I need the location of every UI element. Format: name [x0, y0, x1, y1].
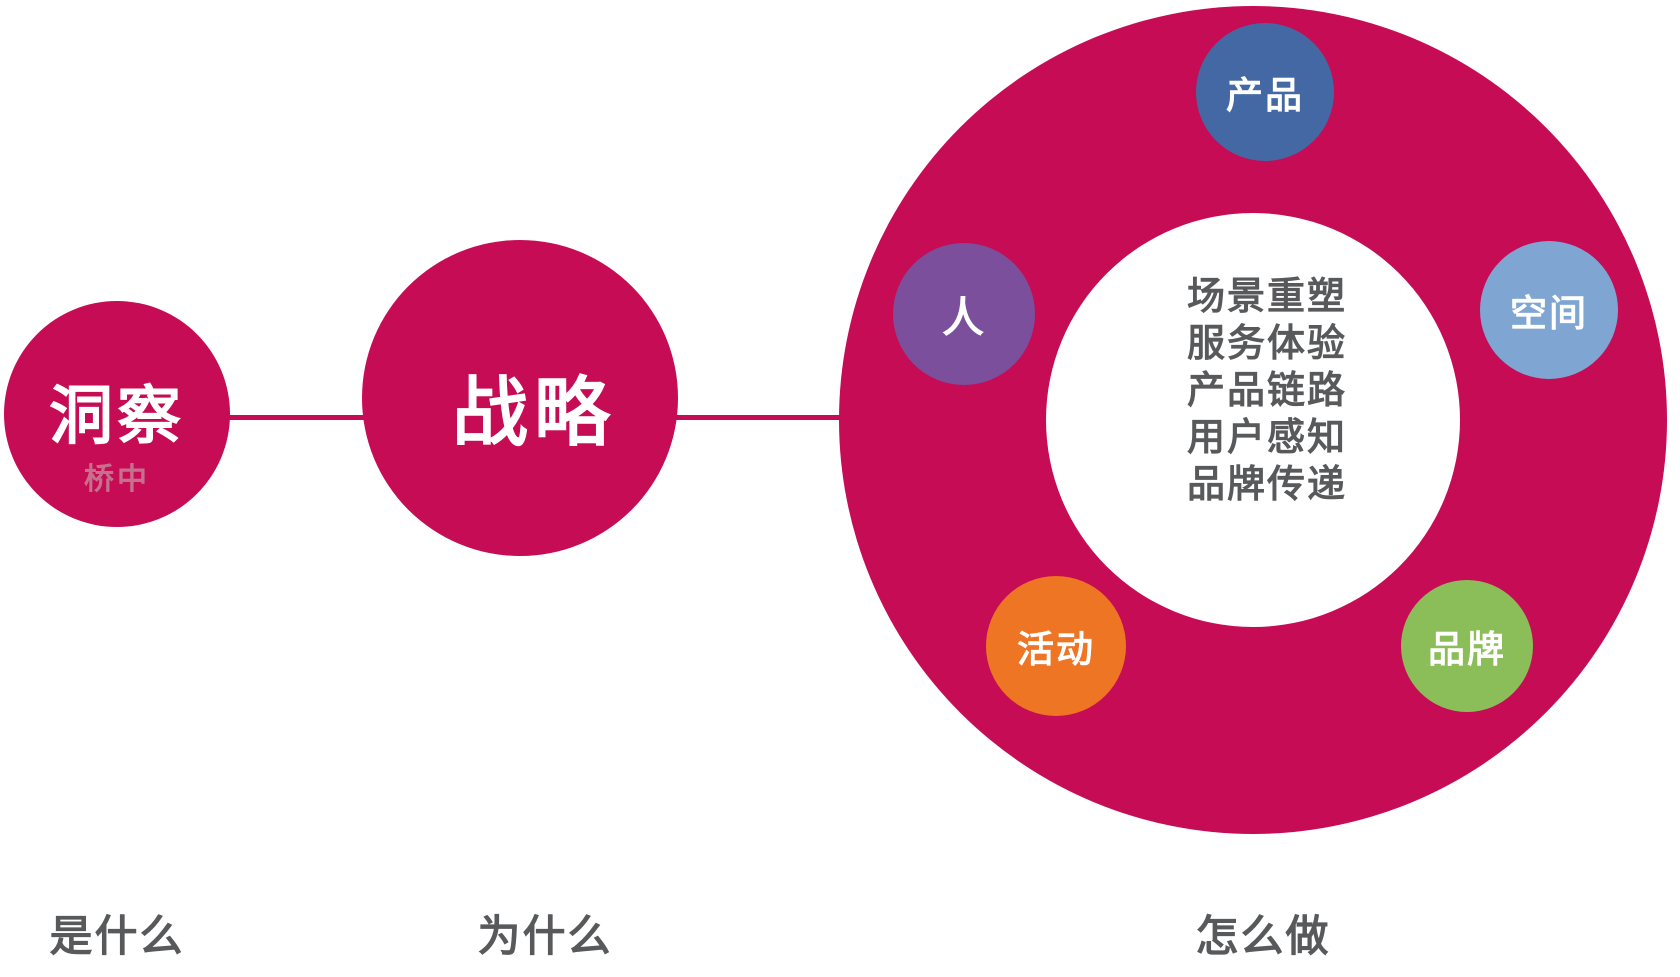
execution-center-text: 场景重塑 服务体验 产品链路 用户感知 品牌传递 [1187, 274, 1347, 509]
insight-sublabel: 桥中 [84, 463, 150, 496]
center-line-1: 场景重塑 [1186, 275, 1347, 318]
satellite-activity-label: 活动 [1017, 629, 1095, 670]
connector-insight-strategy [117, 415, 520, 420]
satellite-product-label: 产品 [1226, 75, 1304, 116]
satellite-space-circle: 空间 [1480, 241, 1618, 379]
caption-how-to-do: 怎么做 [1195, 913, 1331, 961]
satellite-space-label: 空间 [1510, 293, 1588, 334]
caption-what-is-it: 是什么 [49, 913, 185, 961]
insight-label: 洞察 [49, 380, 185, 452]
insight-circle: 洞察 桥中 [4, 301, 230, 527]
center-line-3: 产品链路 [1186, 369, 1347, 412]
center-line-5: 品牌传递 [1186, 463, 1347, 506]
satellite-people-circle: 人 [893, 243, 1035, 385]
strategy-circle: 战略 [362, 240, 678, 556]
satellite-people-label: 人 [941, 293, 986, 341]
execution-ring: 场景重塑 服务体验 产品链路 用户感知 品牌传递 [839, 6, 1667, 834]
satellite-brand-label: 品牌 [1428, 629, 1506, 670]
center-line-4: 用户感知 [1186, 416, 1347, 459]
satellite-product-circle: 产品 [1196, 23, 1334, 161]
satellite-activity-circle: 活动 [986, 576, 1126, 716]
caption-why: 为什么 [477, 913, 613, 961]
center-line-2: 服务体验 [1186, 322, 1347, 365]
satellite-brand-circle: 品牌 [1401, 580, 1533, 712]
strategy-label: 战略 [452, 371, 616, 456]
execution-ring-center: 场景重塑 服务体验 产品链路 用户感知 品牌传递 [1046, 213, 1460, 627]
